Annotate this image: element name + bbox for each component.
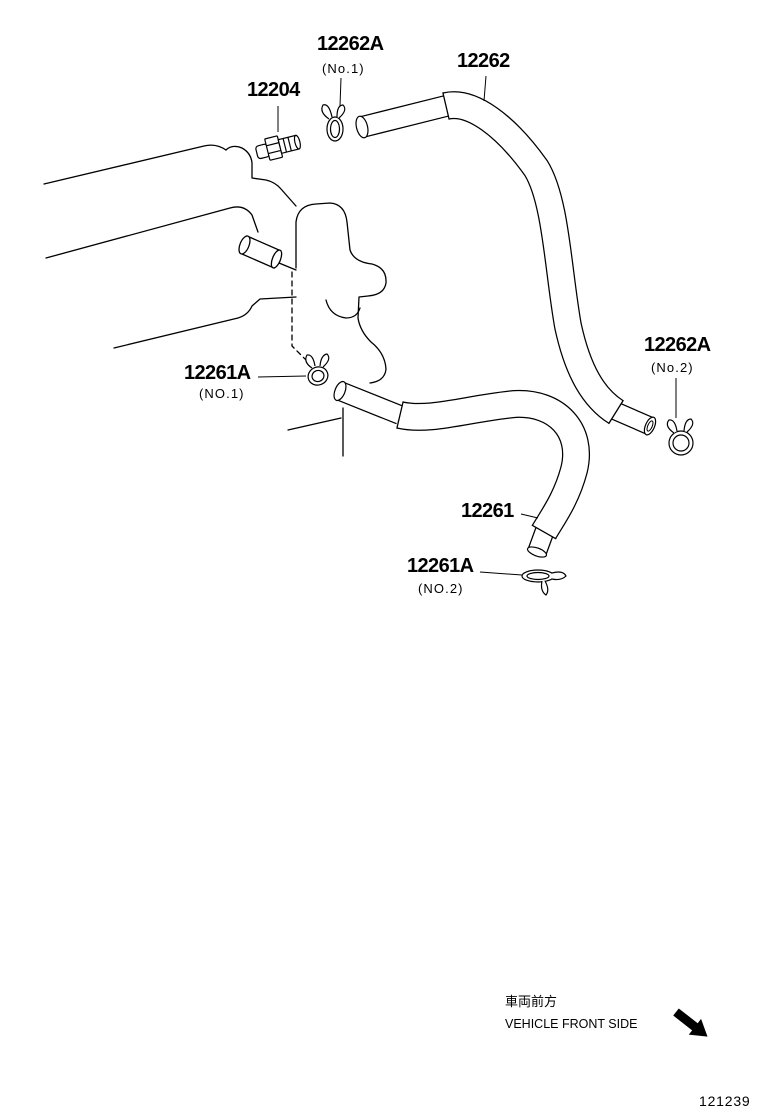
hose-12261-drawing xyxy=(333,380,590,558)
head-lower-edge xyxy=(113,296,297,349)
clamp-tab xyxy=(321,104,333,120)
housing-nub xyxy=(325,299,361,319)
housing-outline xyxy=(295,202,387,384)
clamp-ring-inner xyxy=(311,369,325,383)
hose-12262-drawing xyxy=(355,91,657,436)
part-12204-hex-edge xyxy=(268,149,282,155)
head-boss xyxy=(225,145,297,207)
leader-12261 xyxy=(520,513,539,519)
clamp-tab xyxy=(551,571,567,581)
callout-12204[interactable]: 12204 xyxy=(247,79,300,101)
clamp-ring-inner xyxy=(329,119,341,139)
part-12204-hex-edge xyxy=(266,142,280,147)
hose-12261-fitting-end xyxy=(526,546,548,558)
callout-note-no1: (No.1) xyxy=(322,61,365,76)
leader-12262 xyxy=(483,75,487,102)
stud-drawing xyxy=(238,235,283,269)
clamp-ring-inner xyxy=(526,571,550,581)
callout-12261A-no1[interactable]: 12261A xyxy=(184,362,251,384)
clamp-tab xyxy=(305,354,316,369)
head-middle-edge xyxy=(45,206,259,259)
vehicle-front-label-en: VEHICLE FRONT SIDE xyxy=(505,1017,638,1031)
hose-12261-step-line xyxy=(396,401,404,429)
callout-12262[interactable]: 12262 xyxy=(457,50,510,72)
engine-outline xyxy=(43,144,387,457)
clamp-ring-inner xyxy=(672,434,690,452)
hose-12262-thin-fill xyxy=(359,96,449,137)
clamp-tab xyxy=(666,419,678,434)
callout-12262A-no2[interactable]: 12262A xyxy=(644,334,711,356)
callout-note-no2: (No.2) xyxy=(651,360,694,375)
part-12204-thread xyxy=(287,137,292,152)
callout-note-no1-upper: (NO.1) xyxy=(199,386,245,401)
figure-number: 121239 xyxy=(699,1093,751,1109)
hose-12262-step-line xyxy=(442,92,450,120)
clamp-12262A-no2-drawing xyxy=(666,418,694,456)
hose-12262-fitting-bore xyxy=(646,420,654,432)
head-upper-edge xyxy=(43,144,227,185)
stud-end xyxy=(238,235,251,255)
hose-12261-thick-fill xyxy=(397,391,589,539)
callout-12261A-no2[interactable]: 12261A xyxy=(407,555,474,577)
clamp-tab xyxy=(336,104,346,119)
clamp-12261A-no1-drawing xyxy=(305,353,330,386)
stud-tip xyxy=(270,249,283,269)
callout-12262A-no1[interactable]: 12262A xyxy=(317,33,384,55)
clamp-12262A-no1-drawing xyxy=(321,104,346,142)
leader-12261A-no2 xyxy=(479,571,523,576)
hose-12261-open-end xyxy=(333,380,347,402)
arrow-down-right-icon xyxy=(673,1008,708,1037)
hose-12262-thick-fill xyxy=(443,92,624,423)
stud-connector-line xyxy=(278,262,297,271)
part-12204-thread xyxy=(282,138,288,153)
leader-lines xyxy=(257,75,677,576)
callout-note-no2-upper: (NO.2) xyxy=(418,581,464,596)
callout-12261[interactable]: 12261 xyxy=(461,500,514,522)
hose-12262-open-end xyxy=(355,115,369,139)
leader-12261A-no1 xyxy=(257,375,307,378)
part-12204-stem-end xyxy=(293,134,301,150)
leader-12262A-no1 xyxy=(339,77,342,107)
hose-12262-end-line xyxy=(608,399,624,425)
hose-12261-thin-fill xyxy=(336,382,404,424)
clamp-tab xyxy=(319,353,330,368)
part-12204-drawing xyxy=(255,134,301,161)
clamp-12261A-no2-drawing xyxy=(521,569,567,596)
vehicle-front-label-jp: 車両前方 xyxy=(505,995,558,1010)
hose-12261-end-line xyxy=(531,524,557,540)
clamp-tab xyxy=(683,418,694,433)
block-lower-edge xyxy=(287,417,342,431)
arrow-shape xyxy=(673,1008,708,1037)
clamp-tab xyxy=(540,580,549,596)
housing-dashed-line xyxy=(291,271,308,362)
